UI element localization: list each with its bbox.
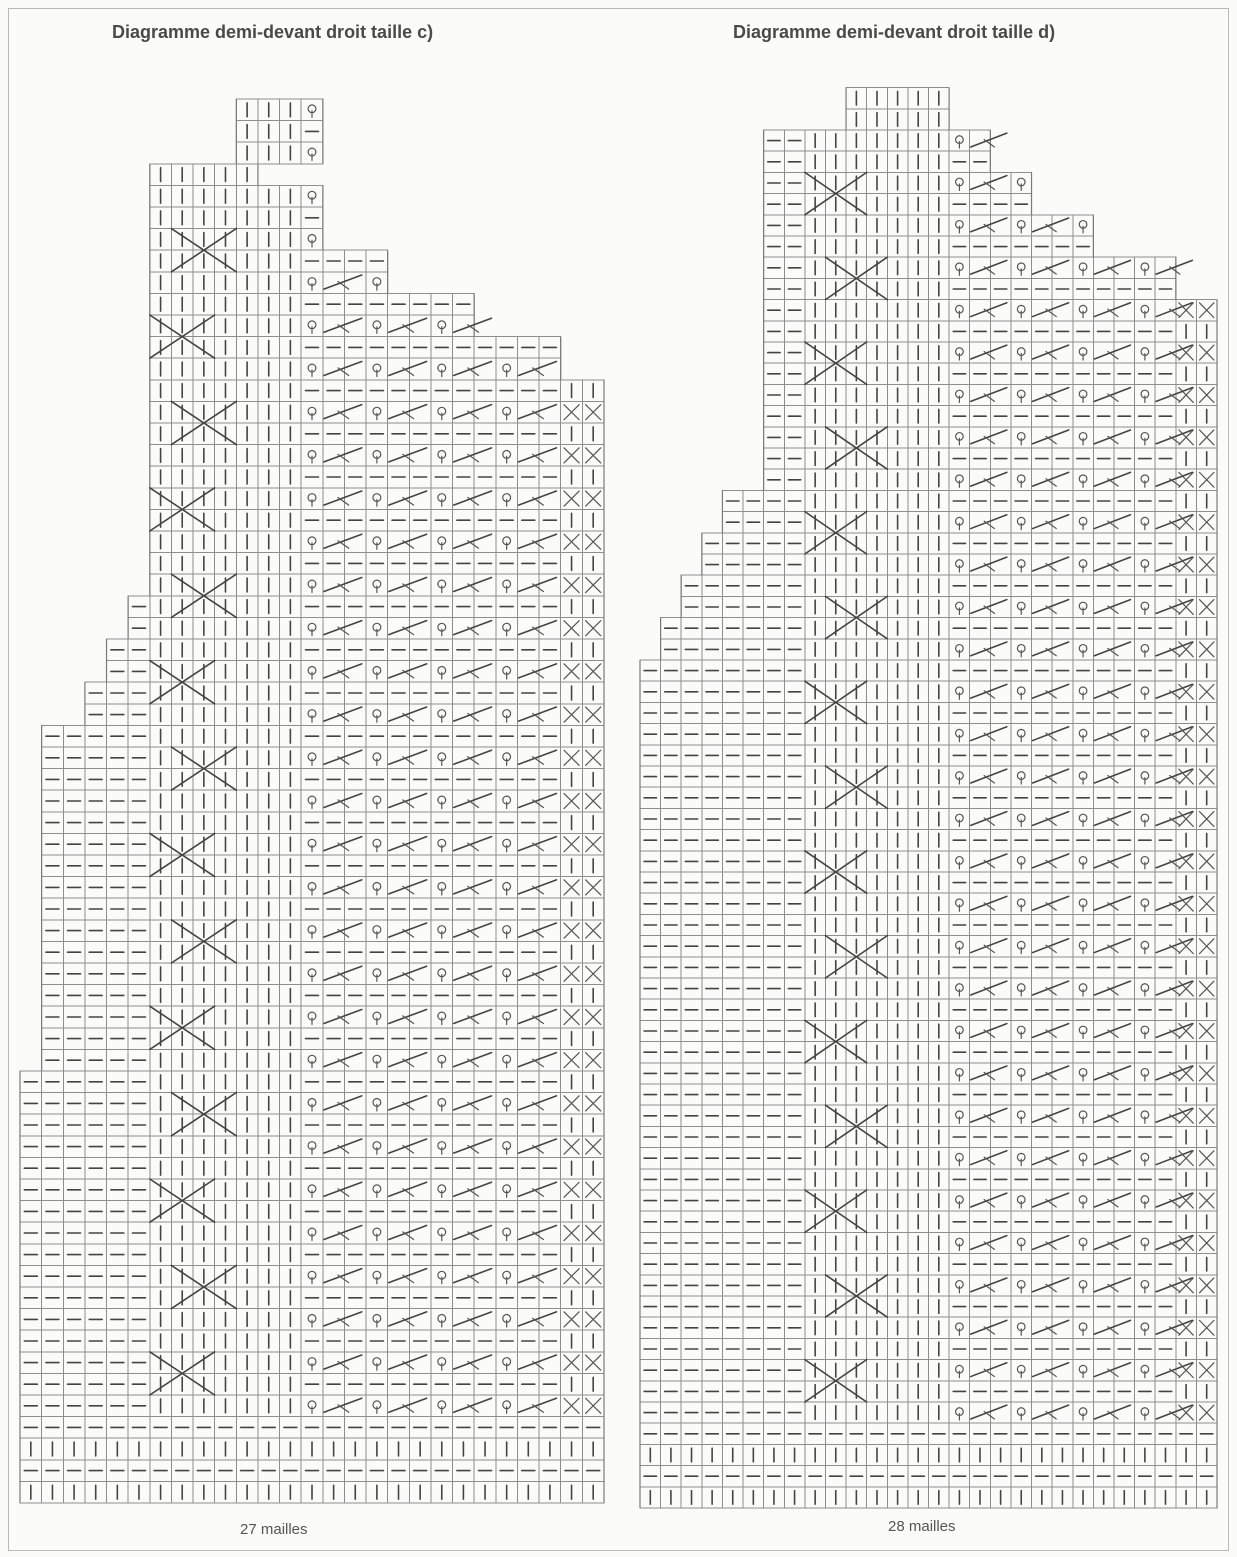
edge-cross-stitch xyxy=(1199,1405,1213,1420)
chart-symbols xyxy=(644,91,1214,1504)
decrease xyxy=(971,1363,1007,1377)
decrease xyxy=(1094,1278,1130,1292)
edge-cross-stitch xyxy=(1199,1278,1213,1293)
decrease xyxy=(971,1405,1007,1419)
decrease xyxy=(1094,1320,1130,1334)
decrease xyxy=(1033,1405,1069,1419)
decrease xyxy=(1094,1363,1130,1377)
decrease xyxy=(1033,1278,1069,1292)
edge-cross-stitch xyxy=(1199,1320,1213,1335)
decrease xyxy=(1033,1363,1069,1377)
decrease xyxy=(971,1278,1007,1292)
decrease xyxy=(971,1320,1007,1334)
edge-cross-stitch xyxy=(1199,1363,1213,1378)
decrease xyxy=(1033,1320,1069,1334)
decrease xyxy=(1094,1405,1130,1419)
